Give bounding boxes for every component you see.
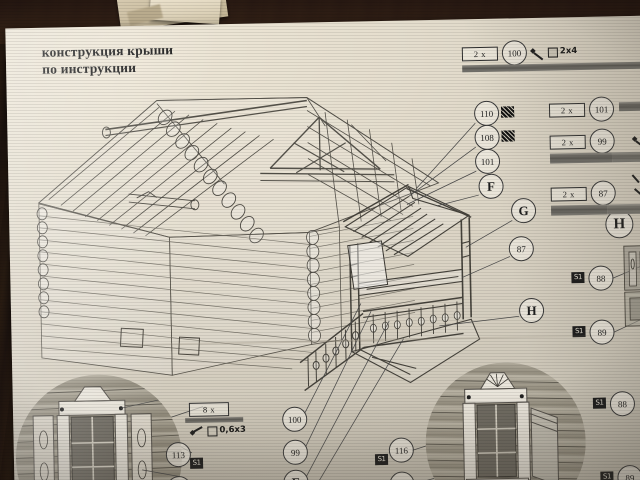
sheet-lighting-overlay [5, 15, 640, 480]
window-detail-left [14, 373, 184, 480]
window-detail-right [424, 360, 588, 480]
window-detail-right-lines [424, 372, 587, 480]
window-detail-left-lines [14, 386, 183, 480]
instruction-sheet: конструкция крыши по инструкции [5, 15, 640, 480]
